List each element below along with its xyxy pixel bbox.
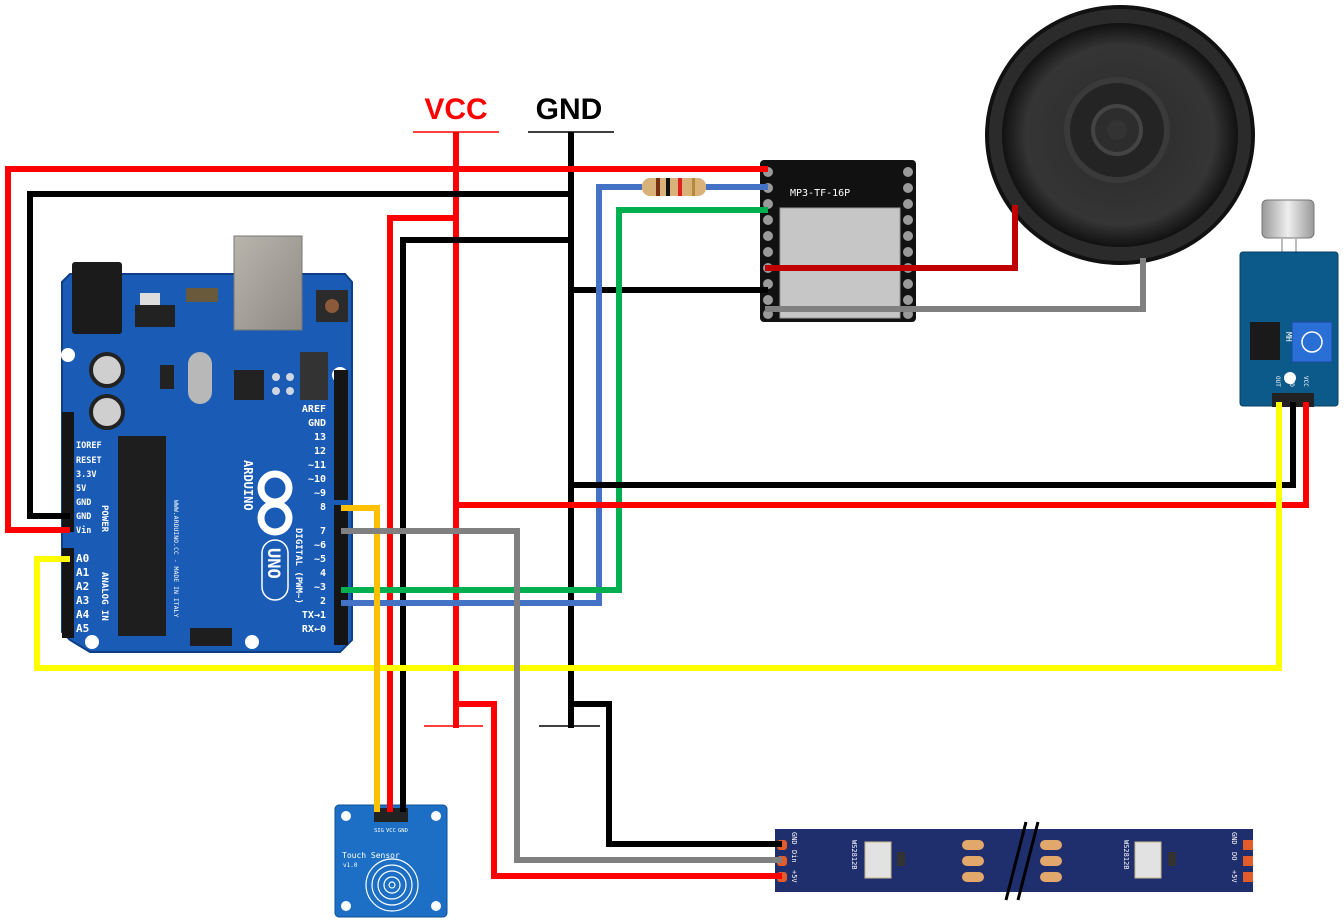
pin-label-2: 2 xyxy=(320,596,326,607)
led-pixel-1 xyxy=(864,841,892,879)
pin-label-reset: RESET xyxy=(76,456,102,466)
sound-sensor-brand: MH xyxy=(1284,332,1293,342)
pin-label-aref: AREF xyxy=(302,404,326,415)
speaker xyxy=(985,5,1255,265)
arduino-url-label: WWW.ARDUINO.CC - MADE IN ITALY xyxy=(172,500,180,617)
pin-label-5: ~5 xyxy=(314,554,326,565)
touch-pin-vcc: VCC xyxy=(386,828,396,834)
wire-led-gnd xyxy=(571,701,782,847)
potentiometer[interactable] xyxy=(1291,321,1333,363)
sound-pin-gnd: GND xyxy=(1288,376,1295,387)
wire-d7-to-led-din xyxy=(341,528,782,863)
pin-label-4: 4 xyxy=(320,568,326,579)
pin-label-11: ~11 xyxy=(308,460,326,471)
strip-pin-5v: +5V xyxy=(790,870,798,883)
wire-gnd-arduino xyxy=(27,191,571,519)
wire-d8-to-touch-sig xyxy=(341,505,380,812)
arduino-logo xyxy=(257,470,293,536)
pin-label-7: 7 xyxy=(320,526,326,537)
wire-sound-vcc xyxy=(456,402,1309,508)
vcc-rail-label: VCC xyxy=(424,93,487,126)
wire-touch-gnd xyxy=(400,237,571,812)
arduino-brand-label: ARDUINO xyxy=(241,460,255,511)
analog-section-label: ANALOG IN xyxy=(99,572,109,621)
touch-sensor-module: SIG VCC GND Touch Sensor v1.0 xyxy=(334,804,448,918)
wire-a0-to-sound-out xyxy=(34,402,1282,671)
pin-label-gnd-d: GND xyxy=(308,418,326,429)
sound-pin-out: OUT xyxy=(1274,376,1281,387)
wire-d3-to-mp3-tx xyxy=(341,207,768,593)
pin-label-10: ~10 xyxy=(308,474,326,485)
wire-sound-gnd xyxy=(571,402,1296,488)
strip-out-pin-5v: +5V xyxy=(1230,870,1238,883)
pin-label-6: ~6 xyxy=(314,540,326,551)
pin-label-a1: A1 xyxy=(76,566,90,579)
mp3-module-label: MP3-TF-16P xyxy=(790,188,850,199)
pin-label-5v: 5V xyxy=(76,484,86,494)
pin-label-gnd-2: GND xyxy=(76,512,91,522)
wire-mp3-spk2-to-speaker xyxy=(765,258,1146,312)
digital-section-label: DIGITAL (PWM~) xyxy=(293,528,303,604)
pin-label-ioref: IOREF xyxy=(76,441,102,451)
strip-out-pin-do: DO xyxy=(1230,852,1238,860)
touch-sensor-label: Touch Sensor xyxy=(342,851,400,860)
sound-sensor-module: MH OUT GND VCC xyxy=(1239,199,1339,407)
sd-card-slot xyxy=(779,207,901,319)
strip-out-pin-gnd: GND xyxy=(1230,832,1238,845)
touch-sensor-version: v1.0 xyxy=(343,862,358,869)
arduino-model-label: UNO xyxy=(263,548,283,579)
break-mark-right xyxy=(1016,821,1040,901)
pin-label-9: ~9 xyxy=(314,488,326,499)
power-header xyxy=(62,412,74,532)
wire-mp3-spk1-to-speaker xyxy=(765,205,1018,271)
touch-pin-sig: SIG xyxy=(374,828,384,834)
led-chip-label-1: WS2812B xyxy=(850,840,858,870)
pin-label-vin: Vin xyxy=(76,525,91,536)
pin-label-a4: A4 xyxy=(76,608,90,621)
strip-pin-din: Din xyxy=(790,850,798,863)
pin-label-a0: A0 xyxy=(76,552,89,565)
arduino-uno-board: IOREF RESET 3.3V 5V GND GND Vin A0 A1 A2… xyxy=(61,235,353,653)
gnd-rail-label: GND xyxy=(536,93,603,126)
ws2812b-led-strip: GND Din +5V WS2812B WS2812B GND DO +5V xyxy=(775,821,1253,901)
break-mark-left xyxy=(1004,821,1028,901)
dc-power-jack xyxy=(72,262,122,334)
microphone xyxy=(1261,199,1315,239)
pin-label-13: 13 xyxy=(314,432,326,443)
pin-label-3v3: 3.3V xyxy=(76,470,96,480)
wire-d2-to-mp3-rx xyxy=(341,184,642,606)
led-pixel-2 xyxy=(1134,841,1162,879)
wire-vin-to-mp3-vcc xyxy=(5,166,768,533)
touch-pin-gnd: GND xyxy=(398,828,408,834)
power-section-label: POWER xyxy=(99,505,109,533)
pin-label-a3: A3 xyxy=(76,594,89,607)
pin-label-a5: A5 xyxy=(76,622,89,635)
pin-label-gnd-1: GND xyxy=(76,498,91,508)
sound-pin-vcc: VCC xyxy=(1302,376,1309,387)
pin-label-12: 12 xyxy=(314,446,326,457)
atmega328-chip xyxy=(118,436,166,636)
mp3-tf-16p-module: MP3-TF-16P xyxy=(760,160,916,322)
led-chip-label-2: WS2812B xyxy=(1122,840,1130,870)
led-strip-output-pads xyxy=(1243,840,1253,882)
pin-label-3: ~3 xyxy=(314,582,326,593)
strip-pin-gnd: GND xyxy=(790,832,798,845)
pin-label-0: RX←0 xyxy=(302,624,326,635)
wires xyxy=(5,132,1309,879)
digital-header-upper xyxy=(334,370,348,500)
icsp-header xyxy=(190,628,232,646)
digital-header-lower xyxy=(334,505,348,645)
wire-touch-vcc xyxy=(387,215,456,812)
resistor xyxy=(630,178,714,196)
usb-connector xyxy=(233,235,303,331)
pin-label-a2: A2 xyxy=(76,580,89,593)
touch-pad[interactable] xyxy=(365,858,419,912)
analog-header xyxy=(62,548,74,638)
pin-label-8: 8 xyxy=(320,502,326,513)
pin-label-1: TX→1 xyxy=(302,610,326,621)
wire-led-5v xyxy=(456,701,782,879)
